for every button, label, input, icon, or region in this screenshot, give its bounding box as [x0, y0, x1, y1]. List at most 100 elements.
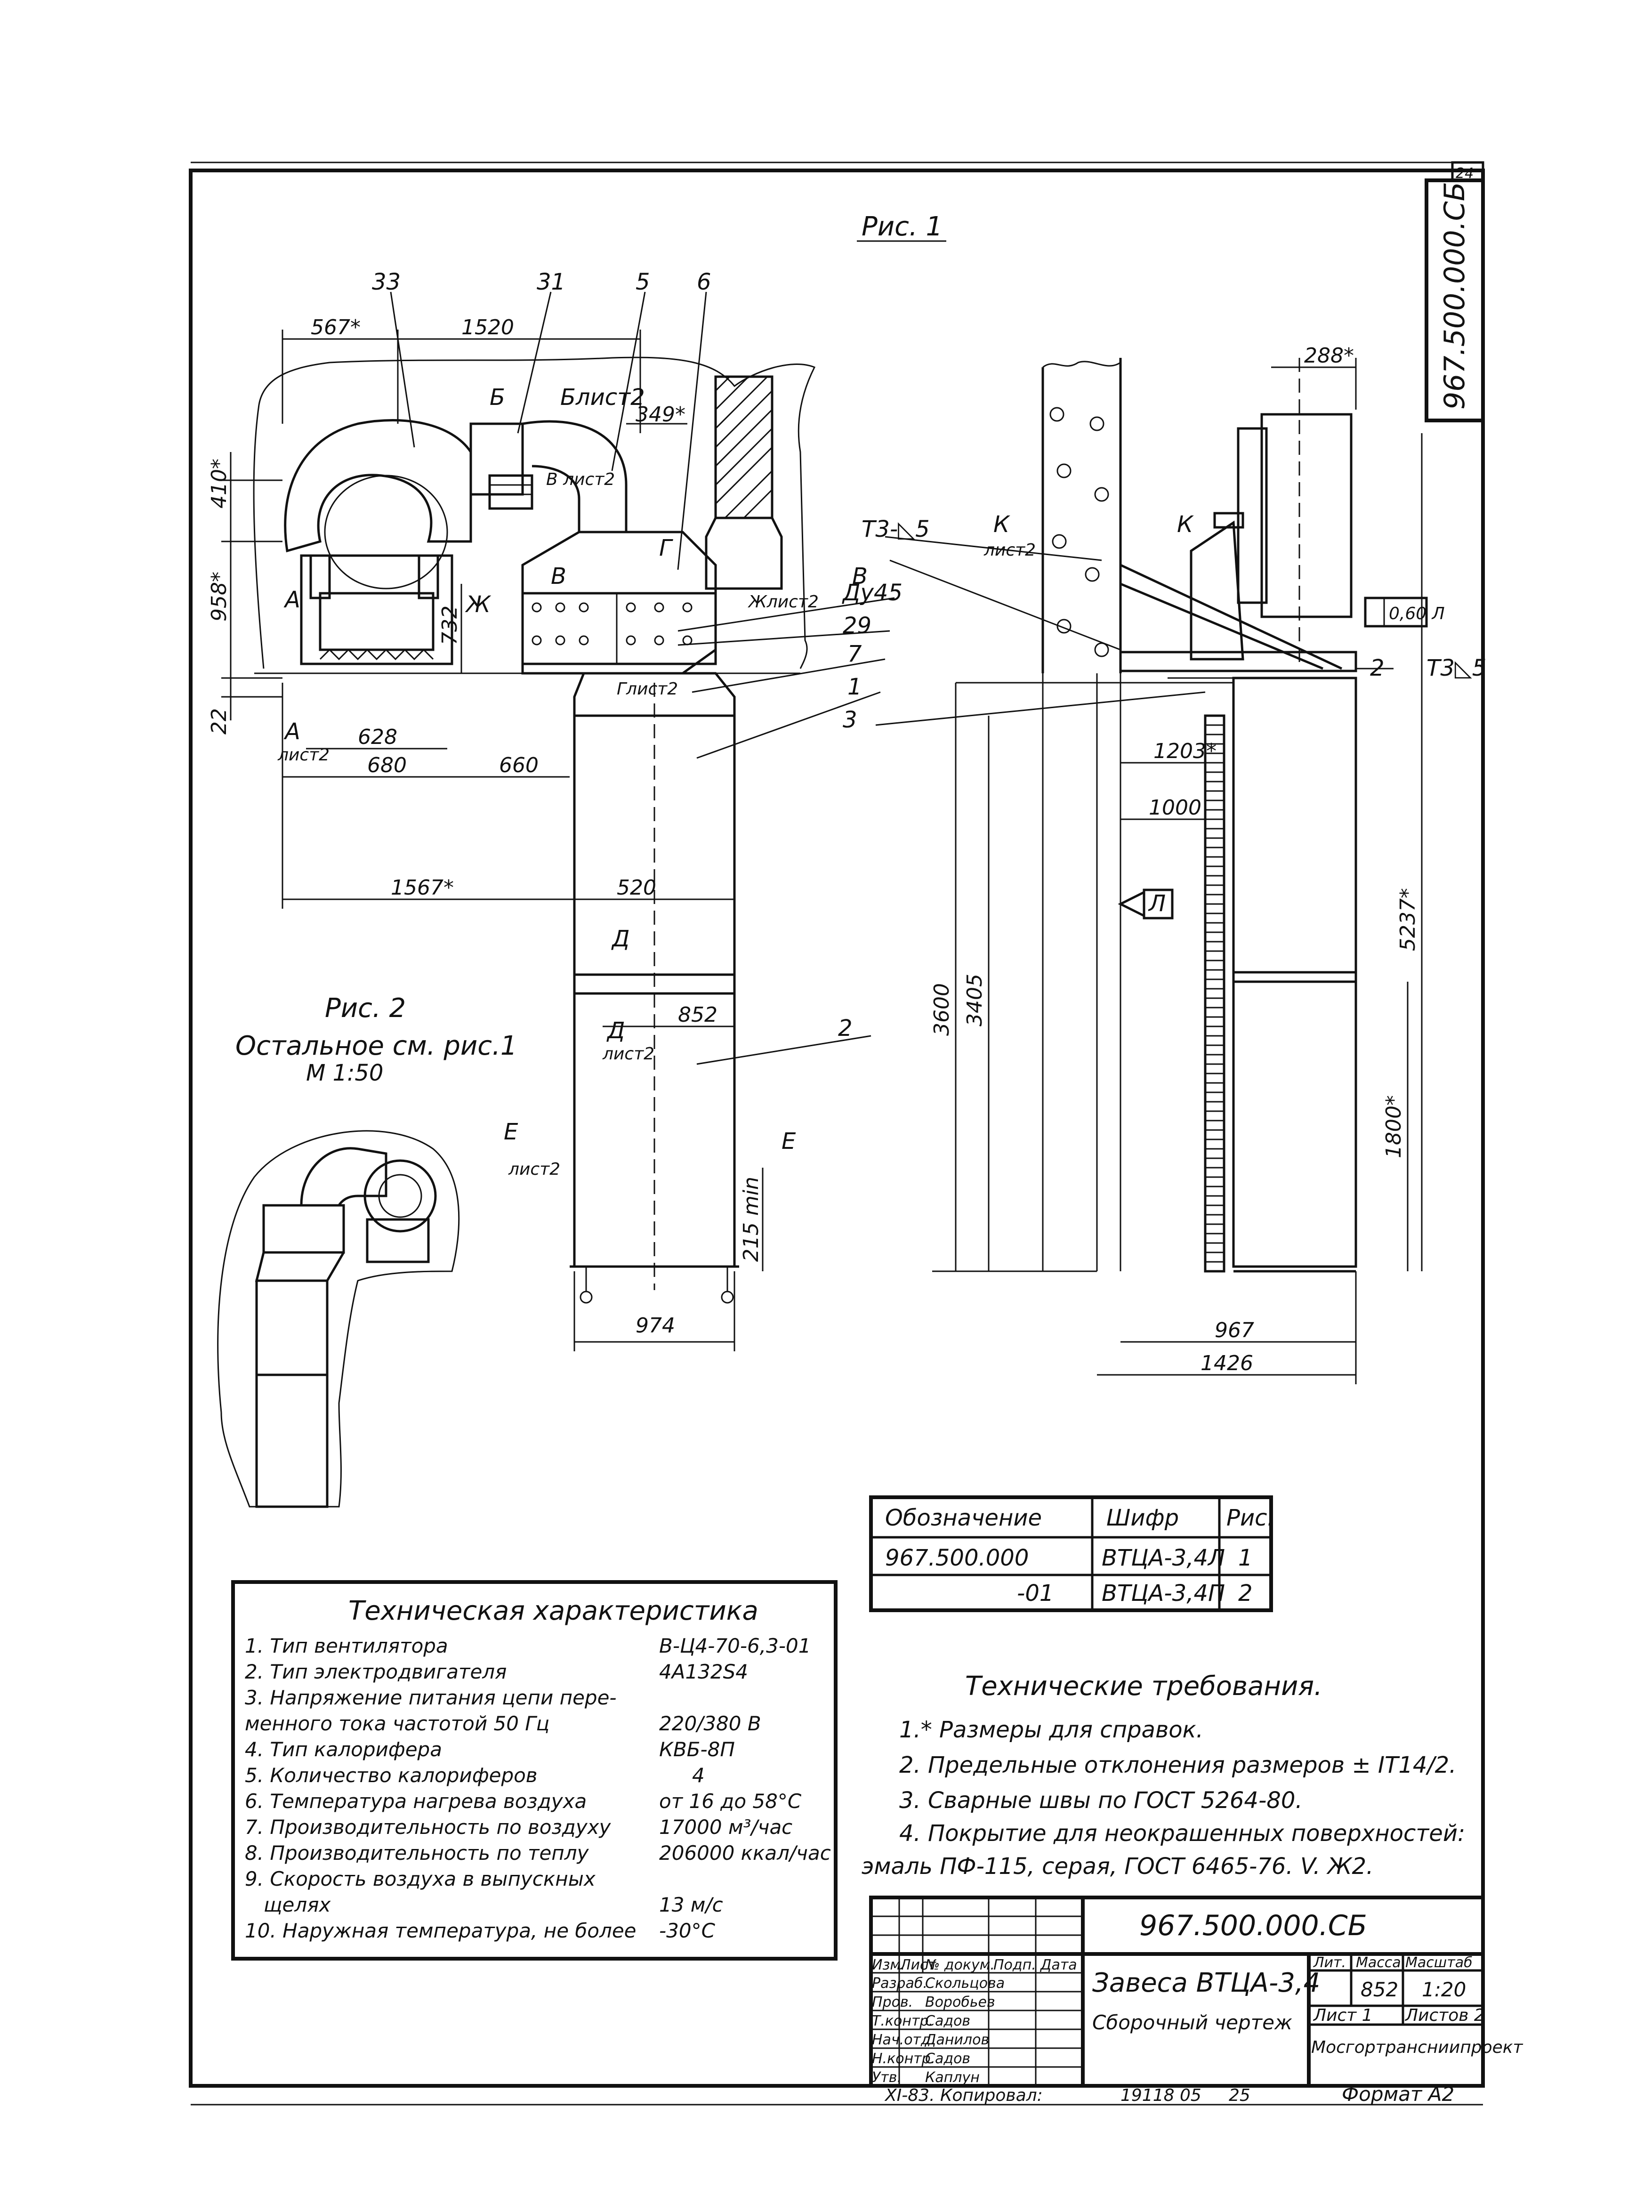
mark-A-top: А [283, 587, 300, 613]
weld-T3-right: Т3◺5 [1426, 655, 1486, 681]
side-fan-housing [1260, 413, 1353, 618]
tech-item-value: 4 [692, 1764, 705, 1787]
tech-item-label: 7. Производительность по воздуху [245, 1816, 612, 1839]
tb-role: Утв. [872, 2069, 902, 2086]
tech-item-label: 9. Скорость воздуха в выпускных [245, 1867, 596, 1890]
dim-3405: 3405 [963, 974, 987, 1026]
variants-row1-fig: 1 [1238, 1545, 1253, 1571]
mark-K-sheet2: лист2 [983, 541, 1036, 560]
side-code: 967.500.000.СБ [1438, 182, 1471, 410]
wall-base [705, 517, 783, 590]
flex-connector [488, 474, 533, 510]
mark-V-sheet2: В лист2 [546, 470, 615, 489]
mark-E-sheet2: лист2 [508, 1160, 560, 1179]
variants-row2-fig: 2 [1238, 1580, 1253, 1607]
callout-29: 29 [843, 613, 871, 639]
fig2-title: Рис. 2 [325, 993, 406, 1024]
dim-3600: 3600 [930, 983, 954, 1036]
tb-name: Завеса ВТЦА-3,4 [1092, 1968, 1320, 1998]
tb-col-date: Дата [1040, 1957, 1077, 1973]
fig2-break-outline [217, 1130, 460, 1508]
mark-K-left: К [993, 511, 1010, 538]
wall-break [1042, 361, 1121, 368]
fig2-fan-inner [378, 1174, 422, 1218]
side-fan-inlet [1237, 427, 1268, 604]
callout-2: 2 [838, 1015, 853, 1041]
dim-520: 520 [617, 876, 656, 900]
break-outline [253, 356, 816, 669]
mark-K-right: К [1177, 511, 1194, 538]
tb-sheet: Лист 1 [1313, 2006, 1373, 2025]
fig1: Рис. 1 [207, 211, 1206, 1351]
tech-item-value: 220/380 В [659, 1712, 761, 1735]
callout-1: 1 [847, 674, 862, 700]
dim-22: 22 [207, 708, 231, 735]
frame-post-left [309, 554, 331, 599]
callout-7: 7 [847, 641, 862, 667]
perp-tolerance: 0,60 Л [1389, 604, 1445, 623]
tb-col-docnum: № докум. [924, 1957, 995, 1973]
tb-scale-header: Масштаб [1405, 1954, 1473, 1971]
tech-item-label: менного тока частотой 50 Гц [245, 1712, 549, 1735]
motor [319, 592, 435, 651]
tb-person: Садов [925, 2013, 970, 2029]
dim-215min: 215 min [739, 1177, 763, 1262]
mark-A-bottom: А [283, 718, 300, 745]
tech-item-label: 2. Тип электродвигателя [245, 1660, 507, 1683]
tb-doc-type: Сборочный чертеж [1092, 2011, 1292, 2034]
tech-item-label: 1. Тип вентилятора [245, 1634, 448, 1657]
motor-frame [300, 554, 453, 665]
fan-scroll [284, 419, 472, 553]
frame-post-right [418, 554, 439, 599]
side-motor-cap [1213, 512, 1244, 529]
tb-col-izm: Изм. [872, 1957, 905, 1973]
tech-item-value: 13 м/с [659, 1893, 723, 1916]
dim-1000: 1000 [1149, 796, 1201, 820]
transition-duct [469, 422, 524, 496]
callout-3: 3 [843, 707, 857, 733]
technical-requirements: Технические требования. 1.* Размеры для … [862, 1671, 1465, 1880]
fig2-fan [363, 1159, 437, 1233]
tech-item-value: КВБ-8П [659, 1738, 735, 1761]
tech-characteristics: Техническая характеристика 1. Тип вентил… [231, 1580, 838, 1961]
tb-role: Т.контр. [872, 2013, 933, 2029]
tech-item-label: 5. Количество калориферов [245, 1764, 538, 1787]
wall-stones [1049, 407, 1109, 657]
mark-G-sheet2: Глист2 [617, 679, 678, 699]
tb-col-list: Лист [900, 1957, 937, 1973]
weld-T3-left: Т3-◺5 [862, 516, 930, 542]
view-L-label: Л [1148, 890, 1166, 917]
dim-288: 288* [1304, 344, 1354, 368]
variants-row1-designation: 967.500.000 [885, 1545, 1029, 1571]
callout-5: 5 [636, 269, 650, 295]
wheel-right [721, 1291, 734, 1304]
tb-col-sign: Подп. [993, 1957, 1036, 1973]
variants-header-code: Шифр [1106, 1505, 1179, 1531]
vibration-mount [319, 648, 434, 661]
support-platform [1119, 651, 1357, 672]
dim-349: 349* [636, 403, 685, 427]
variants-header-designation: Обозначение [885, 1505, 1042, 1531]
fig2-subtitle: Остальное см. рис.1 [235, 1031, 517, 1061]
title-block: Изм. Лист № докум. Подп. Дата Разраб. Ск… [869, 1896, 1523, 2106]
tb-mass-header: Масса [1356, 1954, 1401, 1971]
view-L-arrow [1118, 890, 1145, 918]
requirement-item: 4. Покрытие для неокрашенных поверхносте… [899, 1820, 1465, 1847]
tech-item-label: 8. Производительность по теплу [245, 1841, 589, 1865]
fig2-scale: М 1:50 [306, 1060, 383, 1086]
fan-inlet [324, 475, 448, 589]
fig2-column [255, 1279, 329, 1508]
dim-410: 410* [207, 459, 231, 509]
nozzle-ribs [1205, 724, 1224, 1263]
tech-item-value: -30°С [659, 1919, 716, 1942]
requirement-item: 2. Предельные отклонения размеров ± IT14… [899, 1752, 1456, 1778]
callout-2-side: 2 [1370, 655, 1385, 681]
tb-person: Каплун [925, 2069, 980, 2086]
mark-D-sheet2: лист2 [602, 1044, 654, 1064]
tb-role: Разраб. [872, 1975, 927, 1992]
requirement-item: 1.* Размеры для справок. [899, 1717, 1203, 1743]
wheel-left [580, 1291, 593, 1304]
mark-Zh: Ж [465, 591, 492, 618]
tech-item-label: 6. Температура нагрева воздуха [245, 1790, 587, 1813]
tb-sheets: Листов 2 [1404, 2006, 1485, 2025]
